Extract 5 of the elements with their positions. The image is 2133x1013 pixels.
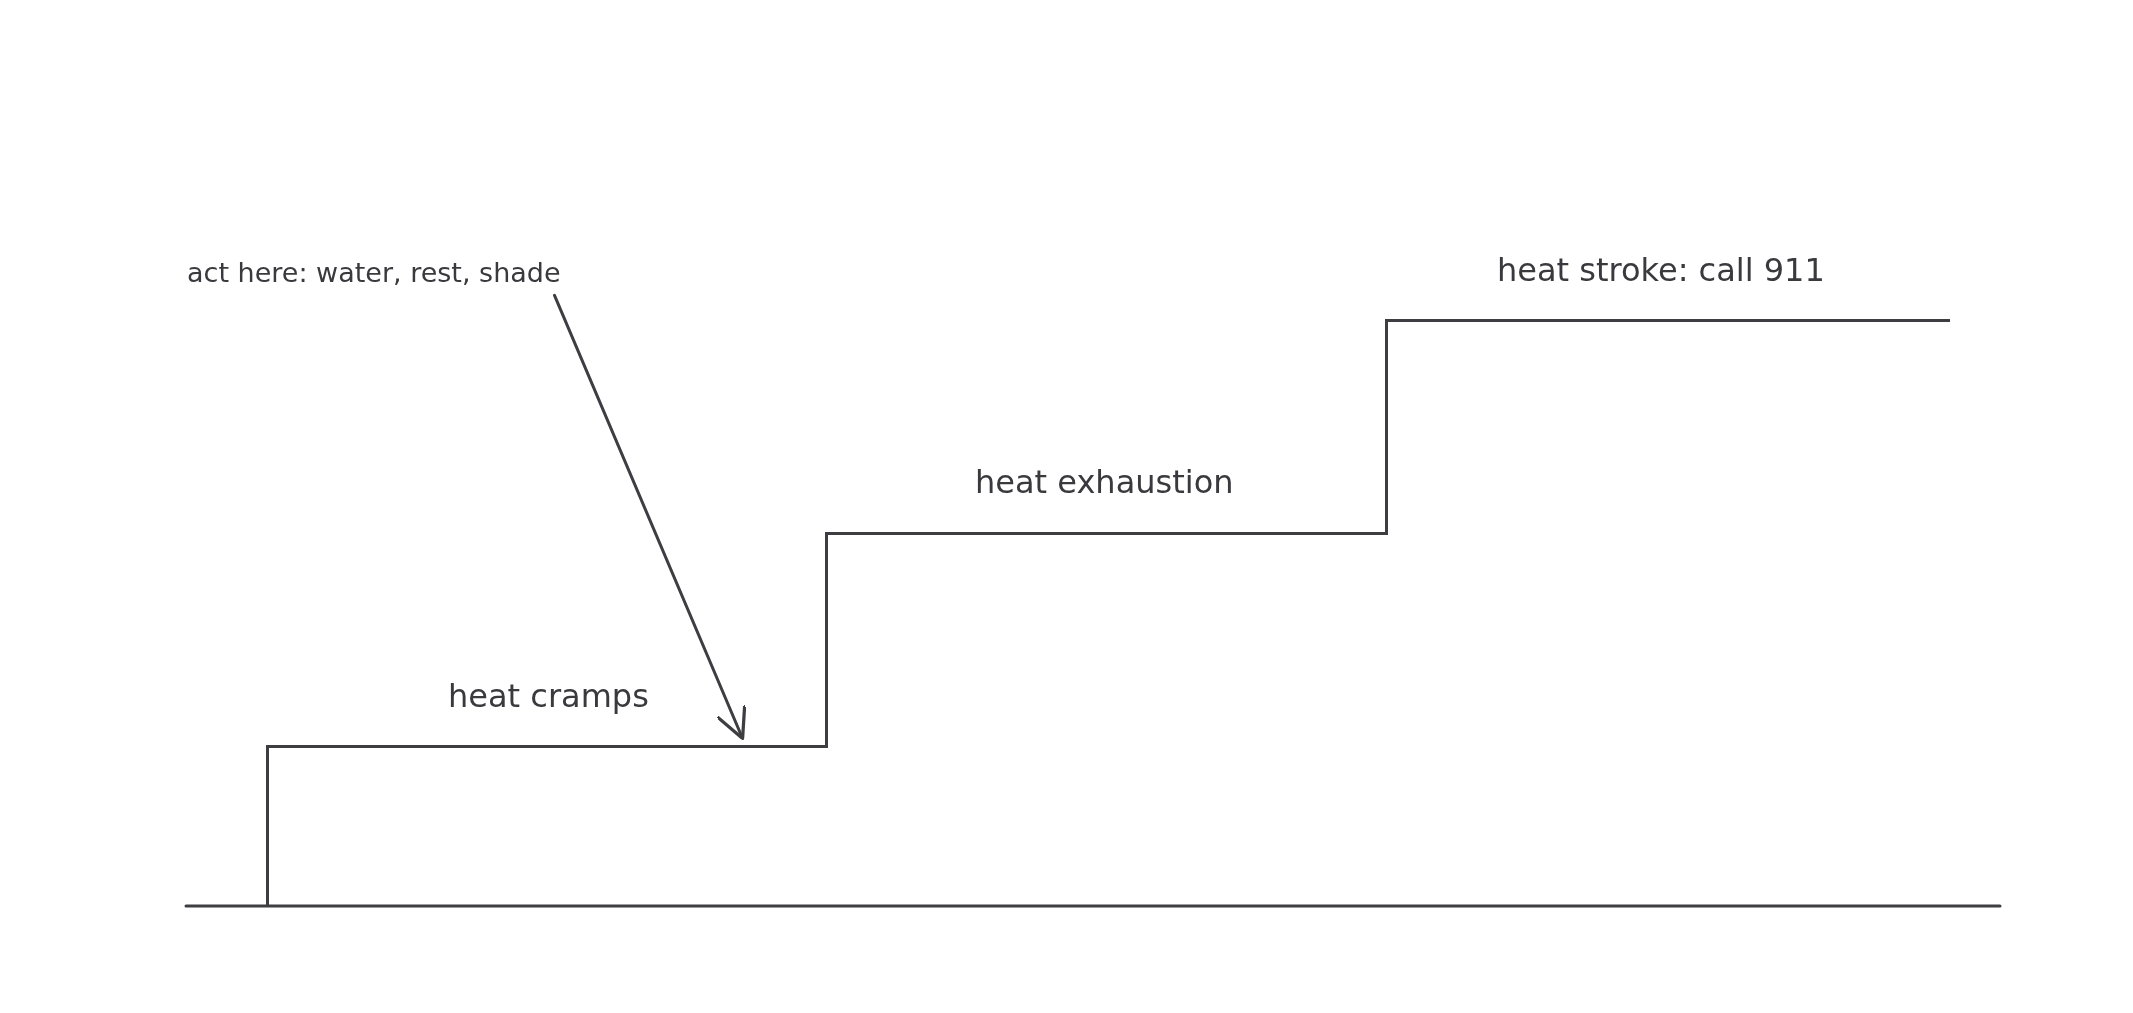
- stage-label: heat cramps: [448, 677, 649, 716]
- stage-label: heat stroke: call 911: [1497, 251, 1825, 290]
- annotation-text: act here: water, rest, shade: [187, 257, 561, 290]
- arrow: [553, 293, 747, 741]
- stage-label: heat exhaustion: [975, 463, 1234, 502]
